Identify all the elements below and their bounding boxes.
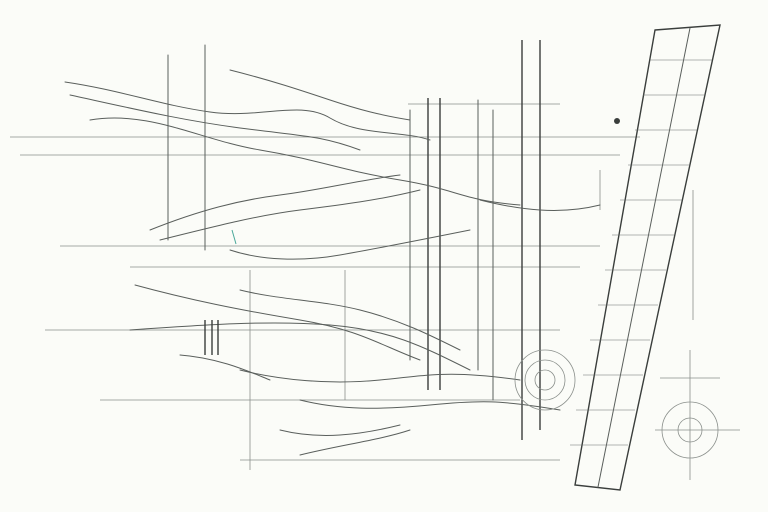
radial-ornament	[655, 377, 740, 459]
vertical-guide-lines	[167, 40, 694, 480]
diagonal-hatched-band	[570, 24, 721, 491]
spiral	[514, 349, 576, 411]
flowing-streams	[64, 69, 601, 456]
horizontal-guide-lines	[10, 103, 640, 461]
small-marks	[204, 118, 620, 355]
band-hatching	[570, 59, 712, 446]
